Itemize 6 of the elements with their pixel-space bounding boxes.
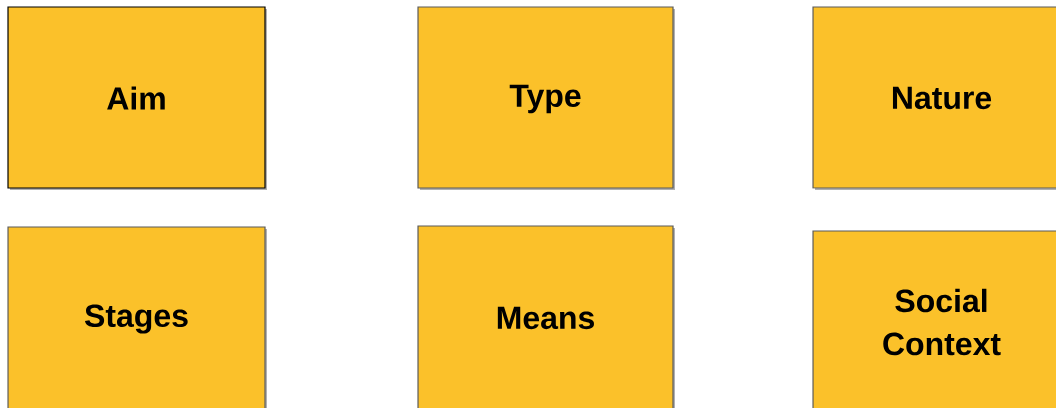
topic-box: Means (417, 225, 675, 408)
topic-box: Aim (7, 6, 267, 190)
topic-box: Nature (812, 6, 1056, 190)
topic-box: Type (417, 6, 675, 190)
topic-box: Social Context (812, 230, 1056, 408)
topic-box: Stages (7, 226, 267, 408)
